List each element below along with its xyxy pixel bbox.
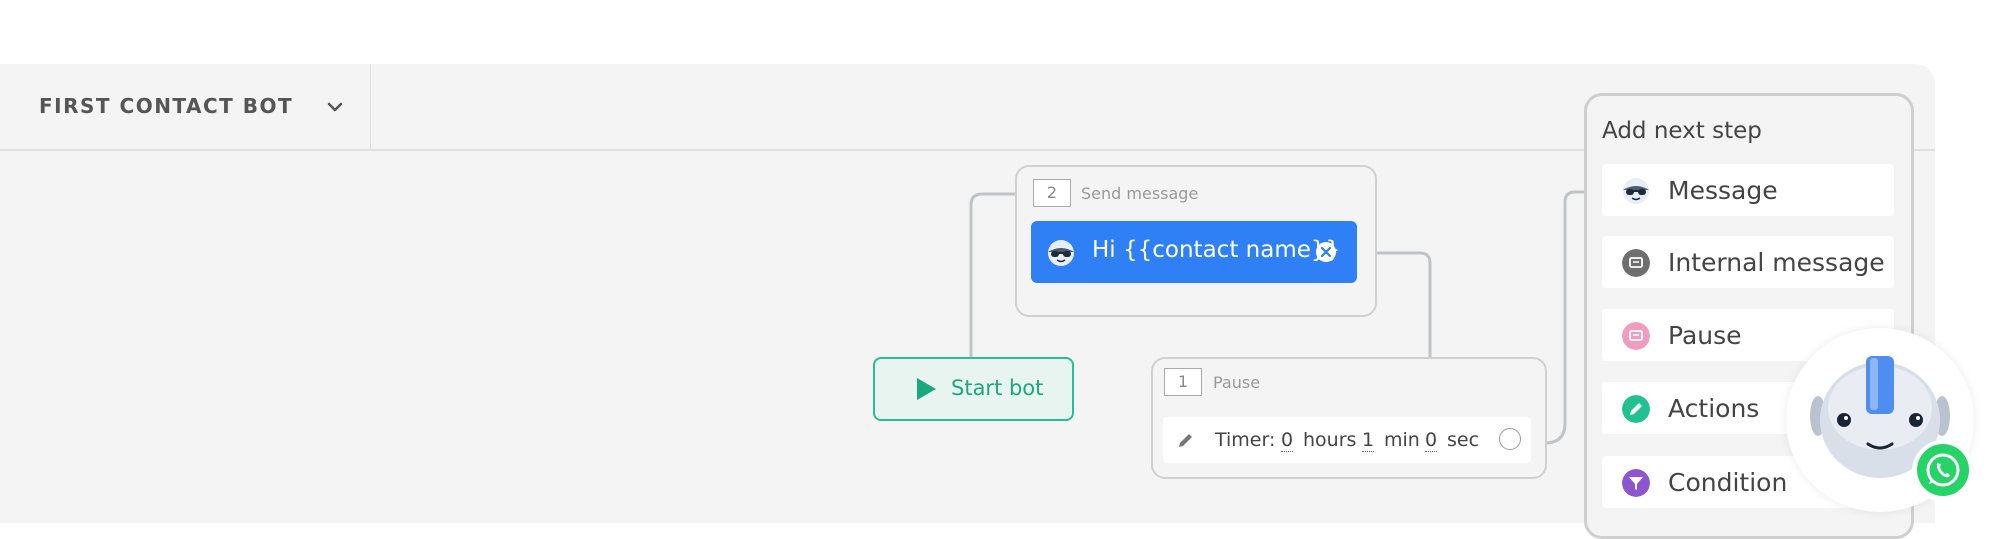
canvas-header: FIRST CONTACT BOT xyxy=(0,64,1935,151)
min-value[interactable]: 1 xyxy=(1362,429,1375,452)
hours-value[interactable]: 0 xyxy=(1281,429,1294,452)
node-number: 1 xyxy=(1164,368,1202,396)
node-number: 2 xyxy=(1033,179,1071,207)
timer-radio[interactable] xyxy=(1499,428,1521,450)
chevron-down-icon[interactable] xyxy=(325,97,345,117)
assistant-robot-avatar[interactable] xyxy=(1786,328,1974,512)
step-label: Internal message xyxy=(1668,248,1885,277)
step-internal-message[interactable]: Internal message xyxy=(1602,236,1894,288)
node-title: Send message xyxy=(1081,184,1199,203)
panel-title: Add next step xyxy=(1602,118,1762,144)
bot-selector[interactable]: FIRST CONTACT BOT xyxy=(0,64,371,149)
message-text: Hi {{contact name}} xyxy=(1092,237,1341,263)
step-label: Condition xyxy=(1668,468,1788,497)
pause-node[interactable]: 1 Pause Timer: 0 hours 1 min 0 sec xyxy=(1151,357,1547,479)
sunglasses-emoji-icon xyxy=(1623,178,1649,204)
play-icon xyxy=(917,378,936,400)
min-unit: min xyxy=(1384,429,1420,451)
pencil-icon[interactable] xyxy=(1177,431,1195,449)
robot-icon xyxy=(1810,356,1950,478)
node-title: Pause xyxy=(1213,373,1261,392)
filter-icon xyxy=(1622,469,1650,497)
sec-unit: sec xyxy=(1447,429,1480,451)
whatsapp-icon xyxy=(1917,444,1969,496)
pause-icon xyxy=(1622,322,1650,350)
message-bubble[interactable]: Hi {{contact name}} xyxy=(1031,221,1357,283)
hours-unit: hours xyxy=(1303,429,1357,451)
timer-label: Timer: xyxy=(1215,429,1276,451)
step-label: Actions xyxy=(1668,394,1760,423)
sec-value[interactable]: 0 xyxy=(1425,429,1438,452)
step-label: Pause xyxy=(1668,321,1742,350)
send-message-node[interactable]: 2 Send message Hi {{contact name}} xyxy=(1015,165,1377,317)
step-message[interactable]: Message xyxy=(1602,164,1894,216)
whatsapp-button[interactable] xyxy=(1912,440,1974,502)
remove-message-icon[interactable] xyxy=(1315,241,1337,263)
bot-name: FIRST CONTACT BOT xyxy=(39,94,294,118)
step-label: Message xyxy=(1668,176,1778,205)
pencil-icon xyxy=(1622,395,1650,423)
add-next-step-panel: Add next step Message Internal message P… xyxy=(1584,93,1914,539)
start-bot-label: Start bot xyxy=(951,376,1044,400)
sunglasses-emoji-icon xyxy=(1048,240,1074,266)
start-bot-button[interactable]: Start bot xyxy=(873,357,1074,421)
timer-row: Timer: 0 hours 1 min 0 sec xyxy=(1163,417,1531,463)
internal-message-icon xyxy=(1622,249,1650,277)
